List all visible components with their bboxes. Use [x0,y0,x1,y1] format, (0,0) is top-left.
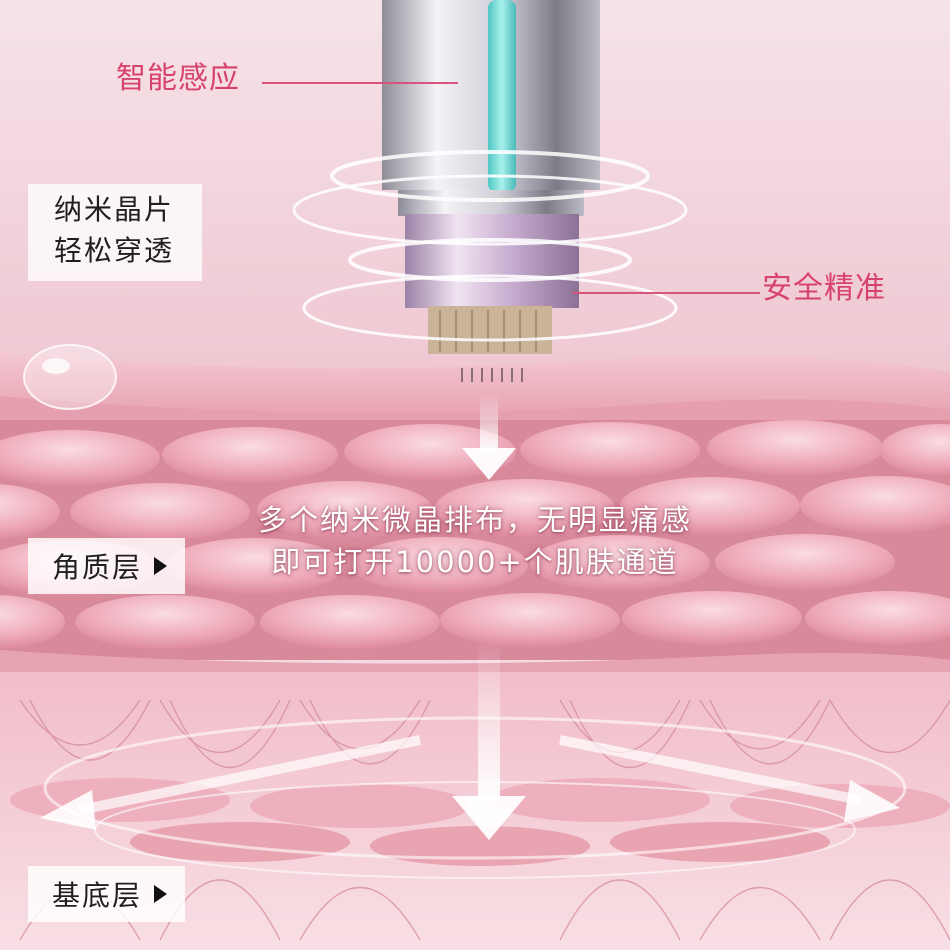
arrow-down-icon [462,394,516,480]
caption-line2: 即可打开10000+个肌肤通道 [271,545,679,579]
droplet [23,344,117,410]
arrow-down-icon [452,640,526,840]
glow-rings [43,716,907,879]
layer-tag-stratum-corneum: 角质层 [28,538,186,594]
callout-leader-line [262,82,458,84]
callout-leader-line [572,292,760,294]
arrow-right-icon [559,735,900,822]
layer-tag-basal-layer: 基底层 [28,866,186,922]
arrow-left-icon [40,735,422,830]
skin-cells [0,420,950,649]
energy-rings [292,150,688,342]
nano-chip-line1: 纳米晶片 [54,193,175,226]
triangle-right-icon [154,557,168,575]
collagen-fibers [19,699,950,941]
nano-chip-label: 纳米晶片 轻松穿透 [28,184,203,282]
callout-safe-precise: 安全精准 [762,271,886,306]
layer-tag-label: 基底层 [52,879,143,912]
nano-chip-line2: 轻松穿透 [54,233,175,267]
layer-tag-label: 角质层 [52,551,143,584]
micro-needle-pen [382,0,600,382]
triangle-right-icon [154,885,168,903]
caption-line1: 多个纳米微晶排布，无明显痛感 [257,503,692,537]
callout-smart-sensing: 智能感应 [116,61,240,96]
